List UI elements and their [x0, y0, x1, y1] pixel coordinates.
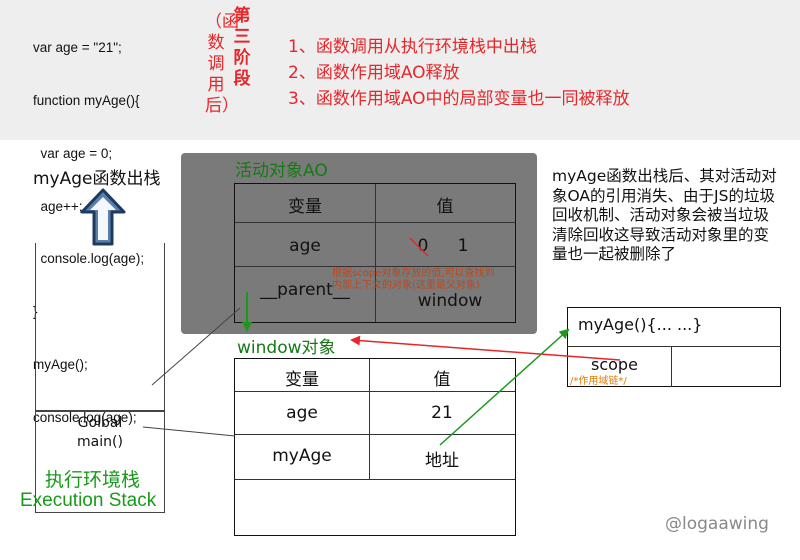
ao-row-age-name: age [289, 236, 321, 256]
ao-row-parent-value: window [417, 291, 483, 311]
ao-header-val: 值 [436, 197, 454, 217]
code-line: var age = "21"; [33, 40, 122, 56]
stack-label-en: Execution Stack [20, 490, 157, 511]
window-row-myage-name: myAge [272, 446, 332, 466]
column-divider [375, 184, 376, 322]
column-divider [369, 359, 370, 479]
scope-note-text: 根据scope对象存放的值,可以查找到 内部上下文的对象(这里是父对象) [332, 268, 495, 291]
step-item: 2、函数作用域AO释放 [288, 63, 460, 83]
step-list: 1、函数调用从执行环境栈中出栈 2、函数作用域AO释放 3、函数作用域AO中的局… [288, 34, 630, 112]
ao-header-var: 变量 [288, 197, 322, 217]
code-line: age++; [33, 198, 83, 214]
row-divider [235, 434, 515, 435]
step-item: 3、函数作用域AO中的局部变量也一同被释放 [288, 89, 630, 109]
global-frame-line: Golbal [77, 415, 123, 431]
row-divider [235, 222, 515, 223]
ao-title: 活动对象AO [235, 161, 328, 181]
ao-row-age-new-value: 1 [457, 236, 469, 256]
window-object-table: 变量 值 age 21 myAge 地址 [234, 358, 516, 536]
step-item: 1、函数调用从执行环境栈中出栈 [288, 37, 537, 57]
ao-row-age-old-value: 0 [417, 236, 429, 256]
global-frame: Golbal main() [35, 414, 165, 452]
pop-up-arrow-icon [80, 188, 126, 246]
window-row-age-value: 21 [431, 403, 453, 423]
window-header-var: 变量 [285, 370, 319, 390]
global-frame-line: main() [77, 434, 123, 450]
scope-chain-comment: /*作用域链*/ [570, 376, 627, 387]
top-band [0, 0, 800, 140]
row-divider [235, 479, 515, 480]
explanation-text: myAge函数出栈后、其对活动对象OA的引用消失、由于JS的垃圾回收机制、活动对… [552, 167, 777, 263]
stack-pop-title: myAge函数出栈 [33, 169, 161, 189]
stack-label-cn: 执行环境栈 [45, 469, 141, 491]
ao-row-parent-name: __parent__ [260, 280, 350, 300]
code-line: console.log(age); [33, 409, 137, 425]
code-line: var age = 0; [33, 145, 113, 161]
function-object-label: myAge(){... ...} [578, 315, 703, 334]
code-line: myAge(); [33, 356, 88, 372]
row-divider [567, 346, 781, 347]
code-snippet: var age = "21"; function myAge(){ var ag… [33, 4, 144, 444]
column-divider [671, 346, 672, 387]
code-line: console.log(age); [33, 251, 145, 267]
row-divider [235, 266, 515, 267]
code-line: function myAge(){ [33, 92, 140, 108]
watermark: @logaawing [665, 514, 769, 534]
stack-divider [35, 410, 165, 412]
window-row-myage-value: 地址 [425, 451, 459, 471]
window-header-val: 值 [433, 370, 451, 390]
row-divider [235, 391, 515, 392]
window-row-age-name: age [286, 403, 318, 423]
window-object-title: window对象 [237, 338, 336, 358]
ao-table: 变量 值 age 0 1 __parent__ window [234, 183, 516, 323]
phase-subtitle: （函数调用后） [205, 12, 239, 116]
scope-note: 根据scope对象存放的值,可以查找到 内部上下文的对象(这里是父对象) [332, 268, 495, 292]
phase-title: 第三阶段 [233, 6, 251, 89]
